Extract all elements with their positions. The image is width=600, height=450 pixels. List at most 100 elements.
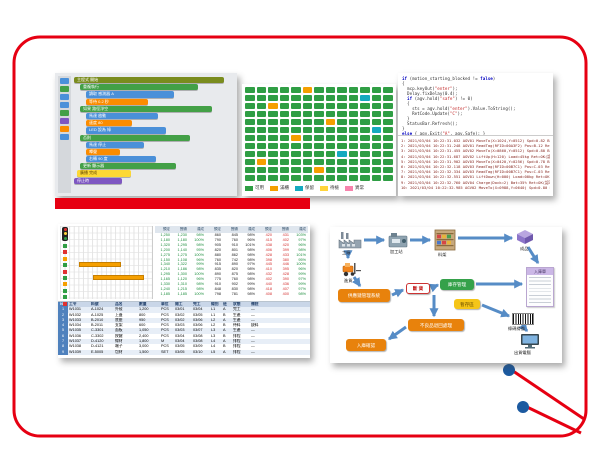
storage-cell [256, 167, 267, 173]
storage-cell [291, 127, 301, 133]
rack-label: 料架 [438, 252, 447, 257]
num-header-cell: 達成 [196, 227, 204, 231]
table-cell: 800 [139, 312, 146, 317]
storage-cell [371, 175, 382, 181]
table-cell: 1 [58, 307, 68, 313]
code-block: 如果 路徑淨空 [80, 105, 212, 112]
storage-cell [360, 175, 370, 181]
number-cell: 905 [214, 242, 221, 247]
storage-cell [314, 95, 324, 101]
code-block: 馬達 停止 [86, 141, 144, 148]
table-cell: 03/03 [175, 328, 185, 333]
table-cell: A [223, 339, 226, 344]
storage-cell [325, 87, 336, 93]
table-header-cell: 完工 [193, 302, 201, 306]
table-header-cell: 備註 [251, 302, 259, 306]
storage-cell [268, 119, 278, 125]
decor-dot-1 [503, 364, 515, 376]
storage-cell [348, 175, 359, 181]
storage-cell [291, 167, 301, 173]
num-header-cell: 預定 [162, 227, 170, 231]
storage-cell [302, 111, 313, 117]
number-cell: 440 [265, 282, 272, 287]
storage-cell [302, 119, 313, 125]
legend-item: 可用 [245, 185, 264, 191]
storage-cell [279, 143, 290, 149]
storage-cell [291, 175, 301, 181]
number-cell: 420 [282, 242, 289, 247]
storage-cell [348, 95, 359, 101]
number-cell: 860 [214, 233, 221, 237]
table-cell: 端子 [115, 344, 123, 349]
table-cell: 7 [58, 339, 68, 345]
storage-cell [337, 143, 347, 149]
storage-cell [302, 143, 313, 149]
table-cell: W1033 [69, 317, 82, 322]
table-cell: 3 [58, 317, 68, 324]
storage-cell [279, 151, 290, 157]
number-cell: 380 [282, 257, 289, 262]
barcode-icon [512, 313, 534, 325]
number-cell: 96% [196, 257, 204, 262]
status-square [63, 256, 67, 261]
palette-block [60, 102, 69, 108]
production-table: NO工令料號品名數量單位開工完工線別班狀態備註1W1031A-1024外殼1,2… [58, 302, 310, 358]
table-cell: 03/02 [175, 312, 185, 317]
legend-item: 保留 [295, 185, 314, 191]
forklift-icon [342, 263, 361, 277]
storage-cell [383, 95, 393, 101]
number-cell: 100% [194, 272, 204, 277]
number-cell: 1,322 [177, 262, 187, 267]
number-cell: 915 [214, 262, 221, 267]
decor-line-1 [512, 369, 585, 421]
number-cell: 95% [298, 257, 306, 262]
number-cell: 1,330 [160, 282, 170, 287]
num-header-cell: 實績 [230, 227, 238, 231]
table-cell: W1034 [69, 323, 82, 328]
table-cell: W1039 [69, 349, 82, 354]
storage-cell [360, 151, 370, 157]
table-cell: 03/05 [193, 312, 203, 317]
storage-cell [268, 159, 278, 165]
table-cell: 03/06 [193, 317, 203, 322]
storage-cell [371, 151, 382, 157]
storage-cell [337, 95, 347, 101]
legend-chip [345, 185, 353, 191]
storage-cell [245, 135, 255, 141]
code-line: else { agv.Exit("A", agv.Safe); } [402, 131, 486, 136]
storage-cell [291, 151, 301, 157]
number-cell: 1,165 [160, 277, 170, 282]
log-lines: 1: 2021/03/04 10:22:31.032 AGV01 MoveTo(… [398, 136, 553, 196]
status-square [63, 250, 67, 255]
storage-cell [245, 167, 255, 173]
status-square [63, 295, 67, 300]
number-cell: 418 [265, 286, 272, 291]
storage-cell [371, 167, 382, 173]
number-cell: 100% [296, 262, 306, 267]
table-cell: E-5005 [91, 349, 104, 354]
number-cell: 1,295 [160, 272, 170, 277]
table-cell: 3,000 [139, 344, 149, 349]
code-line: sts = agv.hold("enter").Value.ToString()… [402, 106, 516, 111]
table-cell: SET [161, 349, 169, 354]
storage-cell [337, 151, 347, 157]
table-header-row: NO工令料號品名數量單位開工完工線別班狀態備註 [58, 302, 310, 308]
table-cell: 缺料 [251, 323, 259, 328]
legend-label: 異常 [355, 185, 364, 190]
storage-cell [348, 127, 359, 133]
storage-cell [314, 135, 324, 141]
storage-cell [302, 103, 313, 109]
code-block: 等待 0.2 秒 [86, 98, 148, 105]
storage-cell [337, 87, 347, 93]
number-cell: 395 [282, 267, 289, 272]
storage-cell [279, 127, 290, 133]
storage-cell [291, 143, 301, 149]
number-cell: 790 [214, 237, 221, 242]
storage-cell [348, 87, 359, 93]
number-cell: 433 [282, 252, 289, 257]
